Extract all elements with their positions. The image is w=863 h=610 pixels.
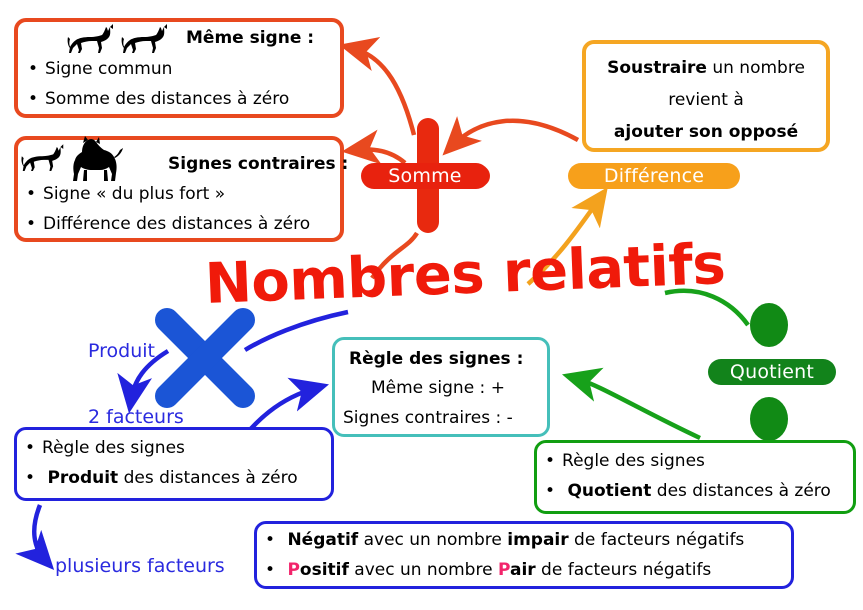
several-factors-impair: impair (507, 530, 569, 550)
pill-quotient-label: Quotient (729, 361, 815, 383)
arrow-product-to-plusieurs (15, 504, 55, 570)
arrow-quotient-to-sign-rule (562, 367, 701, 441)
sign-rule-line-1: Même signe : + (371, 378, 505, 398)
subtraction-line-2: revient à (668, 90, 744, 110)
same-sign-line-1: Signe commun (28, 59, 172, 81)
sign-rule-header: Règle des signes : (349, 349, 524, 369)
subtraction-line-1: Soustraire un nombre (586, 58, 826, 80)
cat-silhouette (121, 24, 167, 53)
box-product: Règle des signes Produit des distances à… (14, 427, 334, 501)
quotient-line-2-rest: des distances à zéro (651, 481, 831, 501)
several-factors-line-2: Positif avec un nombre Pair de facteurs … (265, 560, 711, 582)
page-title: Nombres relatifs (203, 232, 727, 317)
subtraction-line-1-rest: un nombre (706, 58, 805, 78)
quotient-line-2: Quotient des distances à zéro (545, 481, 831, 503)
product-line-2-rest: des distances à zéro (118, 468, 298, 488)
opposite-sign-line-2: Différence des distances à zéro (26, 214, 310, 236)
several-factors-p-positif: P (287, 560, 300, 580)
quotient-line-1: Règle des signes (545, 451, 705, 473)
box-opposite-sign: Signes contraires : Signe « du plus fort… (14, 136, 348, 242)
cat-silhouette (21, 144, 64, 171)
quotient-keyword: Quotient (567, 481, 652, 501)
several-factors-line-1-mid: avec un nombre (358, 530, 508, 550)
product-keyword: Produit (47, 468, 119, 488)
arrow-plus-to-same-sign (338, 36, 417, 136)
pill-quotient[interactable]: Quotient (708, 359, 836, 385)
box-same-sign: Même signe : Signe commun Somme des dist… (14, 18, 344, 118)
several-factors-negatif: Négatif (287, 530, 359, 550)
several-factors-p-pair: P (497, 560, 510, 580)
box-several-factors: Négatif avec un nombre impair de facteur… (254, 521, 794, 589)
pill-difference[interactable]: Différence (568, 163, 740, 189)
subtraction-keyword: Soustraire (607, 58, 707, 78)
dog-silhouette (73, 136, 123, 181)
subtraction-line-3: ajouter son opposé (613, 122, 799, 142)
box-sign-rule: Règle des signes : Même signe : + Signes… (332, 337, 550, 437)
several-factors-line-1: Négatif avec un nombre impair de facteur… (265, 530, 744, 552)
arrow-plus-to-opposite-sign (341, 129, 407, 165)
label-2-facteurs: 2 facteurs (88, 406, 184, 428)
same-sign-line-2: Somme des distances à zéro (28, 89, 289, 111)
several-factors-line-2-end: de facteurs négatifs (535, 560, 712, 580)
opposite-sign-line-1: Signe « du plus fort » (26, 184, 225, 206)
multiply-operator-blue (155, 308, 255, 408)
pill-somme[interactable]: Somme (361, 163, 489, 189)
box-subtraction: Soustraire un nombre revient à ajouter s… (582, 40, 830, 152)
several-factors-line-2-mid: avec un nombre (348, 560, 498, 580)
product-line-1: Règle des signes (25, 438, 185, 460)
pill-somme-label: Somme (388, 165, 462, 187)
label-plusieurs-facteurs: plusieurs facteurs (55, 555, 225, 577)
pill-difference-label: Différence (603, 165, 705, 187)
label-produit: Produit (88, 340, 155, 362)
arrow-subtraction-to-plus (442, 116, 580, 156)
several-factors-line-1-end: de facteurs négatifs (568, 530, 745, 550)
several-factors-ositif: ositif (299, 560, 349, 580)
several-factors-air: air (509, 560, 536, 580)
sign-rule-line-2: Signes contraires : - (343, 408, 513, 428)
opposite-sign-header: Signes contraires : (168, 154, 349, 174)
box-quotient: Règle des signes Quotient des distances … (534, 440, 856, 514)
same-sign-header: Même signe : (186, 28, 315, 48)
product-line-2: Produit des distances à zéro (25, 468, 298, 490)
cat-silhouette (67, 24, 113, 53)
